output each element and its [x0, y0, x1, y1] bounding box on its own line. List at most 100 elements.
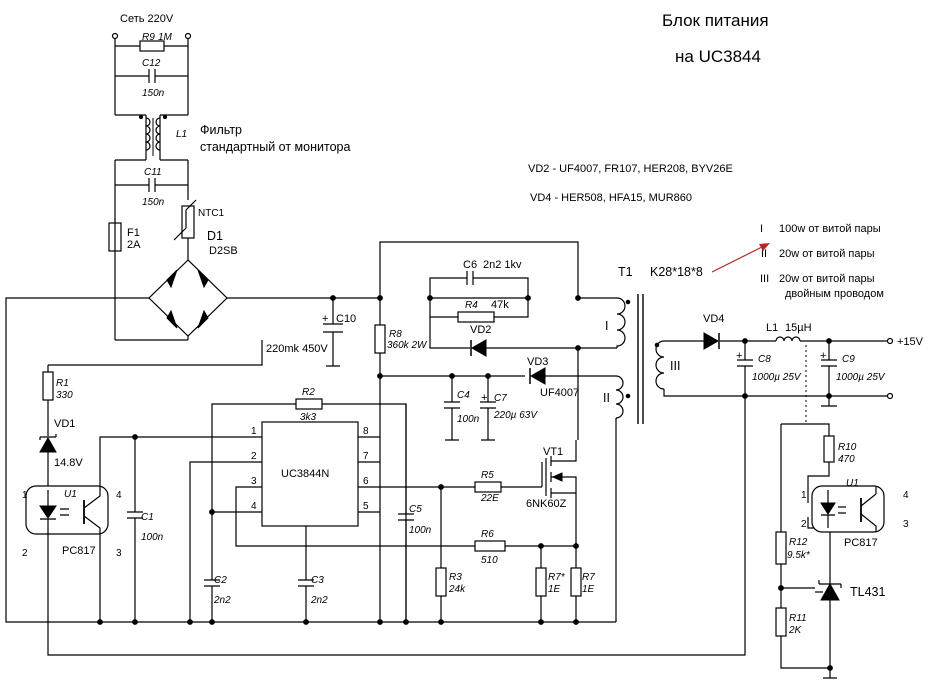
c1-val: 100n	[141, 532, 164, 543]
c12-ref: C12	[142, 58, 161, 69]
r12-resistor	[775, 531, 787, 565]
r1-resistor	[42, 371, 54, 401]
u1b-pin1: 1	[801, 490, 807, 501]
r4-resistor	[457, 311, 495, 323]
u1b-ref: U1	[846, 478, 859, 489]
c3-val: 2n2	[310, 595, 328, 606]
note-vd2: VD2 - UF4007, FR107, HER208, BYV26E	[528, 163, 733, 175]
primary-outer-loop	[47, 396, 746, 656]
r3-val: 24k	[448, 584, 466, 595]
ic-pin3: 3	[251, 476, 257, 487]
l1-filter-ref: L1	[176, 129, 187, 140]
c9-capacitor	[821, 341, 837, 407]
feedback-top-rail	[780, 423, 830, 532]
c12-capacitor	[115, 69, 188, 83]
c1-ref: C1	[141, 512, 154, 523]
c6-ref: C6	[463, 259, 477, 271]
r5-resistor	[474, 481, 502, 493]
r3-resistor	[435, 567, 447, 597]
c2-ref: C2	[214, 575, 227, 586]
c10-ref: C10	[336, 313, 356, 325]
c10-capacitor	[323, 298, 343, 367]
r11-ref: R11	[789, 613, 807, 624]
c3-capacitor	[298, 526, 314, 622]
winding-III-note-2: двойным проводом	[785, 288, 884, 300]
ntc1-slash	[173, 199, 197, 241]
title-line2: на UC3844	[675, 47, 761, 66]
c3-ref: C3	[311, 575, 324, 586]
u1a-pin2: 2	[22, 548, 28, 559]
r3-ref: R3	[449, 572, 462, 583]
l1-out-ref: L1	[766, 322, 778, 334]
c11-ref: C11	[144, 167, 162, 178]
output-terminal-pos	[886, 337, 894, 345]
r10-ref: R10	[838, 442, 857, 453]
c2-val: 2n2	[213, 595, 231, 606]
r9-resistor	[139, 40, 165, 52]
l1-out-val: 15µH	[785, 322, 812, 334]
winding-label-II: II	[603, 391, 610, 405]
c7-val: 220µ 63V	[493, 410, 538, 421]
r2-val: 3k3	[300, 412, 317, 423]
transformer-name: T1	[618, 265, 633, 279]
winding-II-roman: II	[761, 248, 767, 260]
c7-capacitor	[480, 376, 496, 441]
bridge-dc-rails	[5, 297, 616, 623]
ic-pin6: 6	[363, 476, 369, 487]
c4-val: 100n	[457, 414, 480, 425]
c6-val: 2n2 1kv	[483, 259, 522, 271]
vd1-ref: VD1	[54, 418, 75, 430]
u1a-ref: U1	[64, 489, 77, 500]
c10-plus: +	[322, 313, 328, 325]
r7-star-resistor	[535, 567, 547, 597]
r1-val: 330	[56, 390, 73, 401]
c10-val: 220mk 450V	[266, 343, 328, 355]
mains-terminal-right	[184, 32, 192, 40]
u1b-pin2: 2	[801, 519, 807, 530]
r6-ref: R6	[481, 529, 494, 540]
c5-ref: C5	[409, 504, 422, 515]
l1-filter-leads	[115, 114, 188, 160]
l1-coil-left	[145, 117, 151, 151]
u1b-pin4: 4	[903, 490, 909, 501]
r4-val: 47k	[491, 299, 509, 311]
transformer-core: K28*18*8	[650, 265, 703, 279]
vt1-val: 6NK60Z	[526, 498, 567, 510]
r7-leads	[540, 532, 577, 622]
c11-capacitor	[114, 160, 189, 220]
tl431-ref: TL431	[850, 585, 885, 599]
u1a-val: PC817	[62, 545, 96, 557]
c1-capacitor	[127, 437, 143, 622]
r1-ref: R1	[56, 378, 69, 389]
u1b-val: PC817	[844, 537, 878, 549]
winding-I-roman: I	[760, 223, 763, 235]
t1-primary-winding	[616, 297, 631, 348]
r12-val: 9.5k*	[787, 550, 811, 561]
vd2-diode	[470, 339, 487, 357]
vt1-ref: VT1	[543, 446, 563, 458]
l1-coil-right	[155, 117, 161, 151]
winding-II-note: 20w от витой пары	[779, 248, 875, 260]
r7b-val: 1E	[582, 584, 595, 595]
r10-resistor	[823, 435, 835, 463]
r11-val: 2K	[788, 625, 803, 636]
r11-resistor	[775, 607, 787, 637]
c2-capacitor	[204, 512, 220, 622]
l1-dot-1	[138, 114, 144, 120]
r6-resistor	[474, 540, 506, 552]
c12-val: 150n	[142, 88, 165, 99]
vd3-ref: VD3	[527, 356, 548, 368]
l1-output-inductor	[775, 336, 801, 342]
primary-bottom-lead	[577, 347, 617, 440]
r2-resistor	[295, 398, 323, 410]
u1-secondary-optocoupler	[811, 485, 885, 533]
vd4-ref: VD4	[703, 313, 724, 325]
vd3-val: UF4007	[540, 387, 579, 399]
r4-ref: R4	[465, 300, 478, 311]
winding-label-III: III	[670, 359, 680, 373]
r2-ref: R2	[302, 387, 315, 398]
ntc1-ref: NTC1	[198, 208, 225, 219]
u1-collector-emitter	[99, 436, 262, 622]
snubber-wires	[429, 297, 578, 349]
